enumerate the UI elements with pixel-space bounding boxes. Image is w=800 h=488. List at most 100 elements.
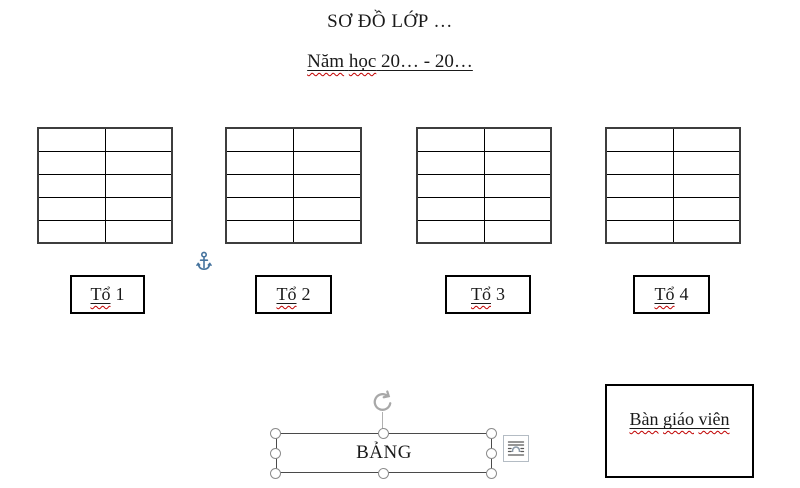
seat-row	[37, 196, 173, 221]
seat-row	[416, 173, 552, 198]
selection-handle-middle-right[interactable]	[486, 448, 497, 459]
selection-handle-bottom-left[interactable]	[270, 468, 281, 479]
group-number: 2	[301, 284, 311, 304]
seat-cell[interactable]	[605, 127, 674, 152]
group-number: 1	[115, 284, 125, 304]
anchor-icon	[196, 251, 212, 271]
seat-cell[interactable]	[225, 150, 294, 175]
seat-cell[interactable]	[37, 173, 106, 198]
seat-cell[interactable]	[605, 196, 674, 221]
seat-cell[interactable]	[483, 127, 552, 152]
seat-cell[interactable]	[225, 127, 294, 152]
rotation-handle[interactable]	[369, 390, 395, 414]
seating-table-2[interactable]	[225, 127, 362, 244]
misspelled-word: Bàn	[629, 409, 659, 429]
seat-row	[37, 173, 173, 198]
subtitle-rest: 20… - 20…	[381, 51, 473, 72]
seat-cell[interactable]	[605, 173, 674, 198]
seat-cell[interactable]	[104, 219, 173, 244]
seat-row	[225, 173, 362, 198]
seat-cell[interactable]	[672, 173, 741, 198]
seat-cell[interactable]	[225, 196, 294, 221]
teacher-desk-box[interactable]: Bàn giáo viên	[605, 384, 754, 478]
selection-handle-top-right[interactable]	[486, 428, 497, 439]
seat-cell[interactable]	[293, 173, 362, 198]
seat-cell[interactable]	[416, 219, 485, 244]
seat-cell[interactable]	[483, 196, 552, 221]
misspelled-word: viên	[698, 409, 730, 429]
seat-cell[interactable]	[416, 127, 485, 152]
group-label: Tổ	[655, 284, 675, 305]
misspelled-word: Tổ	[471, 284, 491, 304]
seating-table-4[interactable]	[605, 127, 741, 244]
seat-cell[interactable]	[483, 173, 552, 198]
seat-cell[interactable]	[225, 173, 294, 198]
seat-cell[interactable]	[416, 150, 485, 175]
teacher-desk-label: Bàn giáo viên	[630, 409, 730, 429]
misspelled-word: Năm	[307, 51, 345, 72]
seat-row	[605, 219, 741, 244]
seat-cell[interactable]	[225, 219, 294, 244]
seat-row	[225, 196, 362, 221]
seat-cell[interactable]	[483, 219, 552, 244]
seat-cell[interactable]	[672, 150, 741, 175]
seat-cell[interactable]	[37, 127, 106, 152]
seat-cell[interactable]	[416, 196, 485, 221]
seat-row	[416, 196, 552, 221]
misspelled-word: Tổ	[654, 284, 675, 304]
object-anchor-icon[interactable]	[196, 251, 212, 272]
layout-options-icon	[507, 440, 525, 456]
seat-row	[225, 127, 362, 152]
seat-cell[interactable]	[37, 219, 106, 244]
misspelled-word: Tổ	[90, 284, 111, 304]
subtitle-underlined-text: Năm học 20… - 20…	[307, 51, 473, 72]
rotation-handle-icon	[373, 390, 392, 411]
seat-cell[interactable]	[293, 196, 362, 221]
seat-cell[interactable]	[104, 173, 173, 198]
seat-cell[interactable]	[605, 150, 674, 175]
group-number: 4	[679, 284, 689, 304]
board-textbox[interactable]: BẢNG	[276, 433, 492, 473]
seat-cell[interactable]	[672, 127, 741, 152]
seating-table-1[interactable]	[37, 127, 173, 244]
misspelled-word: học	[348, 51, 377, 72]
seat-cell[interactable]	[104, 196, 173, 221]
seat-cell[interactable]	[37, 150, 106, 175]
selection-handle-bottom-center[interactable]	[378, 468, 389, 479]
seat-cell[interactable]	[605, 219, 674, 244]
seat-cell[interactable]	[293, 219, 362, 244]
seat-row	[416, 219, 552, 244]
group-label: Tổ	[91, 284, 111, 305]
seat-cell[interactable]	[104, 127, 173, 152]
seat-cell[interactable]	[37, 196, 106, 221]
misspelled-word: giáo	[663, 409, 694, 429]
layout-options-button[interactable]	[503, 435, 529, 462]
selection-handle-top-left[interactable]	[270, 428, 281, 439]
seat-row	[605, 127, 741, 152]
seat-cell[interactable]	[416, 173, 485, 198]
group-label: Tổ	[277, 284, 297, 305]
seat-cell[interactable]	[672, 196, 741, 221]
seat-row	[225, 150, 362, 175]
selection-handle-bottom-right[interactable]	[486, 468, 497, 479]
page-subtitle: Năm học 20… - 20…	[0, 51, 780, 73]
seat-cell[interactable]	[672, 219, 741, 244]
selection-handle-top-center[interactable]	[378, 428, 389, 439]
seating-table-3[interactable]	[416, 127, 552, 244]
seat-cell[interactable]	[104, 150, 173, 175]
selection-handle-middle-left[interactable]	[270, 448, 281, 459]
seat-row	[605, 150, 741, 175]
seat-row	[225, 219, 362, 244]
seat-row	[416, 127, 552, 152]
seat-cell[interactable]	[293, 150, 362, 175]
page-title: SƠ ĐỒ LỚP …	[327, 11, 453, 32]
seat-row	[605, 173, 741, 198]
seat-cell[interactable]	[293, 127, 362, 152]
group-label: Tổ	[471, 284, 491, 305]
seat-row	[605, 196, 741, 221]
seat-cell[interactable]	[483, 150, 552, 175]
